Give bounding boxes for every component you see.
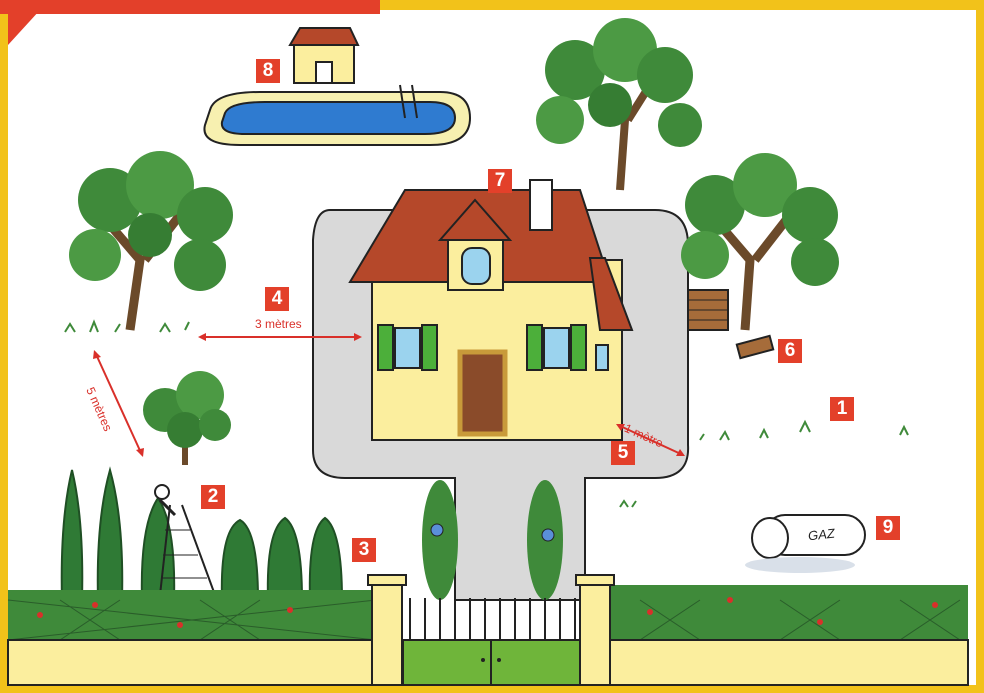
house [350, 180, 632, 440]
grass-3 [620, 501, 636, 507]
tree-top-left [69, 151, 233, 330]
garden-wall-left [8, 640, 376, 685]
flower [542, 529, 554, 541]
marker-5: 5 [611, 441, 635, 465]
header-corner [8, 10, 40, 45]
swimming-pool [204, 85, 470, 145]
marker-6: 6 [778, 339, 802, 363]
marker-7: 7 [488, 169, 512, 193]
grass-2 [700, 422, 908, 440]
distance-label-3m: 3 mètres [255, 317, 302, 331]
marker-9: 9 [876, 516, 900, 540]
gas-tank-label: GAZ [807, 526, 835, 544]
marker-3: 3 [352, 538, 376, 562]
woodpile [688, 290, 773, 358]
marker-8: 8 [256, 59, 280, 83]
tree-top-center [536, 18, 702, 190]
marker-2: 2 [201, 485, 225, 509]
tree-small [143, 371, 231, 465]
pool-house [290, 28, 358, 83]
garden-wall-right [600, 640, 968, 685]
marker-1: 1 [830, 397, 854, 421]
marker-4: 4 [265, 287, 289, 311]
flower [431, 524, 443, 536]
gate [403, 598, 580, 685]
gas-tank [745, 515, 865, 573]
